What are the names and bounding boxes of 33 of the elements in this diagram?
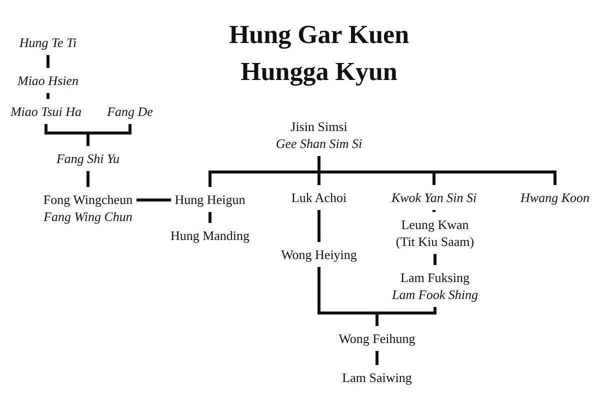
- connector-line: [86, 171, 90, 187]
- person-name: (Tit Kiu Saam): [396, 233, 474, 250]
- connector-line: [318, 210, 320, 242]
- connector-line: [376, 351, 378, 365]
- connector-line: [136, 198, 171, 202]
- person-name: Fang De: [107, 103, 153, 120]
- connector-line: [46, 55, 50, 68]
- person-name: Miao Hsien: [17, 72, 79, 89]
- connector-line: [86, 124, 132, 146]
- person-name: Miao Tsui Ha: [10, 103, 82, 120]
- title: Hung Gar Kuen Hungga Kyun: [228, 19, 410, 88]
- person-name: Fang Shi Yu: [56, 150, 120, 167]
- person-name: Fong Wingcheun: [43, 191, 133, 208]
- person-name: Hung Heigun: [174, 191, 246, 208]
- person-name: Kwok Yan Sin Si: [391, 189, 477, 206]
- connector-line: [434, 254, 436, 265]
- person-name: Luk Achoi: [291, 189, 347, 206]
- person-name: Lam Fuksing: [400, 269, 470, 286]
- person-name: Fang Wing Chun: [44, 208, 132, 225]
- person-name: Hung Manding: [170, 227, 250, 244]
- connector-line: [432, 210, 436, 212]
- person-name: Hwang Koon: [520, 189, 590, 206]
- person-name: Lam Saiwing: [342, 369, 412, 386]
- person-name: Wong Heiying: [281, 246, 357, 263]
- person-name: Leung Kwan: [401, 216, 469, 233]
- connector-line: [208, 212, 212, 223]
- person-name: Gee Shan Sim Si: [276, 135, 362, 152]
- person-name: Wong Feihung: [338, 330, 416, 347]
- connector-line: [46, 93, 50, 99]
- person-name: Hung Te Ti: [19, 34, 77, 51]
- person-name: Lam Fook Shing: [392, 286, 478, 303]
- person-name: Jisin Simsi: [290, 118, 348, 135]
- connector-line: [376, 307, 436, 326]
